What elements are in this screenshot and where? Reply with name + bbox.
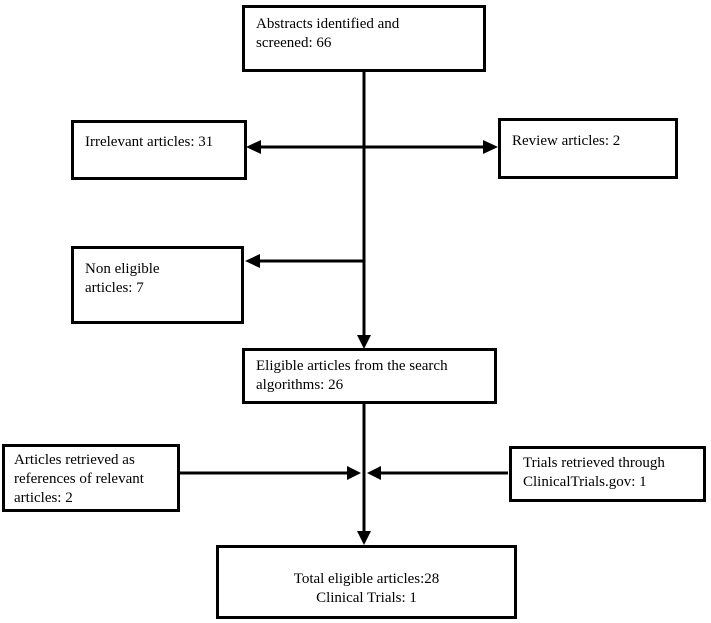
node-total-eligible: Total eligible articles:28 Clinical Tria…: [216, 545, 517, 619]
node-review-articles: Review articles: 2: [498, 118, 678, 179]
node-irrelevant-articles: Irrelevant articles: 31: [71, 120, 247, 180]
node-non-eligible-articles: Non eligible articles: 7: [71, 246, 244, 324]
node-eligible-articles: Eligible articles from the search algori…: [242, 348, 497, 404]
arrowhead-down-icon: [357, 335, 371, 349]
arrowhead-right-icon: [347, 466, 361, 480]
arrowhead-right-icon: [483, 140, 498, 154]
node-clinicaltrials-gov: Trials retrieved through ClinicalTrials.…: [509, 446, 706, 502]
node-abstracts-screened: Abstracts identified and screened: 66: [242, 5, 486, 72]
arrowhead-down-icon: [357, 531, 371, 545]
arrowhead-left-icon: [246, 140, 261, 154]
arrowhead-left-icon: [245, 254, 260, 268]
node-articles-from-references: Articles retrieved as references of rele…: [2, 444, 180, 512]
arrowhead-left-icon: [367, 466, 381, 480]
